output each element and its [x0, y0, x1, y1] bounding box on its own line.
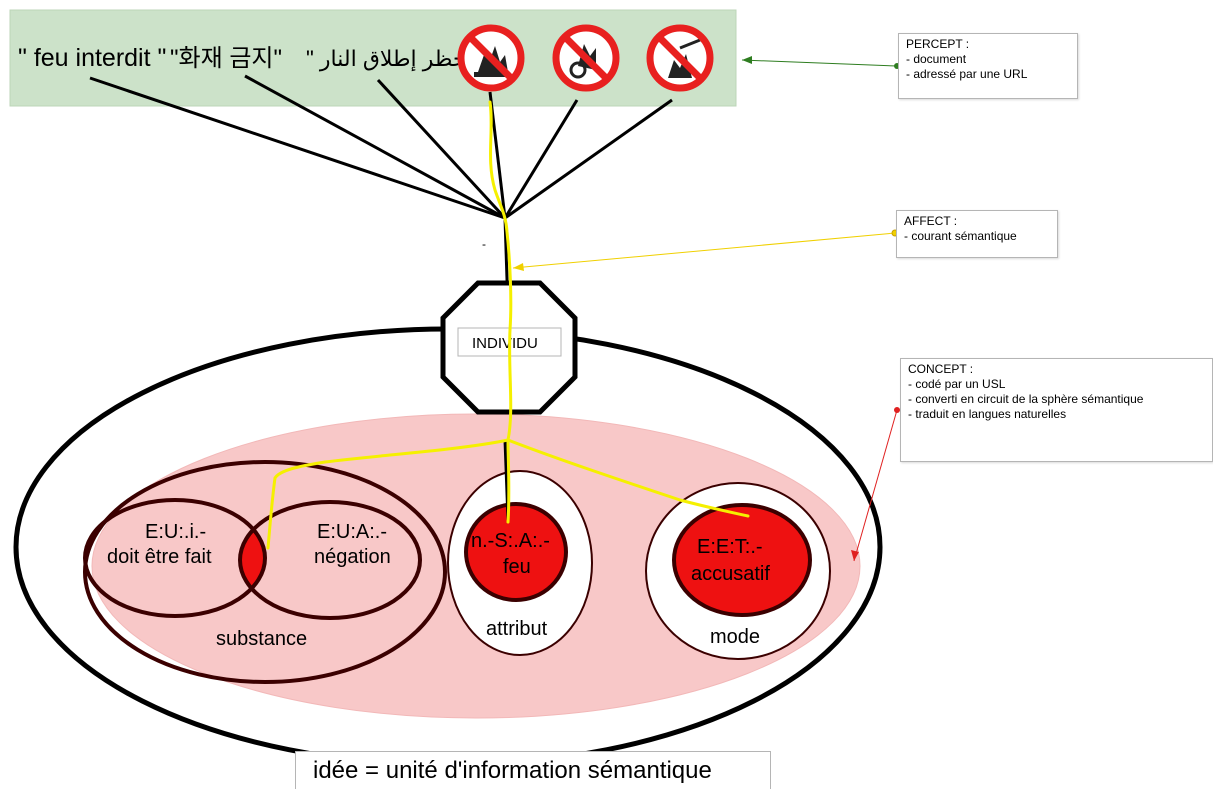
code-eui: E:U:.i.- [145, 521, 206, 543]
concept-pointer [851, 407, 900, 562]
percept-connector-lines [89, 74, 673, 311]
no-smoking-sign-icon [646, 24, 714, 92]
code-eua: E:U:A:.- [317, 521, 387, 543]
label-negation: négation [314, 546, 391, 568]
label-feu: feu [503, 556, 531, 578]
concept-note-line: - traduit en langues naturelles [908, 407, 1067, 421]
percept-note-title: PERCEPT : [906, 37, 970, 51]
concept-note: CONCEPT : - codé par un USL - converti e… [900, 358, 1213, 462]
label-mode: mode [710, 626, 760, 648]
idea-caption: idée = unité d'information sémantique [295, 751, 771, 789]
label-korean: "화재 금지" [170, 45, 282, 72]
percept-note-line: - adressé par une URL [906, 67, 1028, 81]
affect-note-title: AFFECT : [904, 214, 958, 228]
label-arabic: " حظر إطلاق النار" [306, 46, 474, 72]
affect-pointer [512, 229, 899, 271]
label-feu-interdit: " feu interdit " [18, 44, 166, 72]
no-fire-sign-icon [457, 24, 525, 92]
affect-note: AFFECT : - courant sémantique [896, 210, 1058, 258]
circle-negation [238, 500, 422, 620]
label-doit-etre-fait: doit être fait [107, 546, 212, 568]
no-open-flame-sign-icon [552, 24, 620, 92]
node-feu [464, 502, 568, 602]
concept-note-line: - codé par un USL [908, 377, 1006, 391]
individu-label: INDIVIDU [472, 335, 538, 352]
code-nsa: n.-S:.A:.- [471, 530, 550, 552]
circle-doit-etre-fait [83, 498, 267, 618]
svg-text:-: - [482, 237, 486, 251]
concept-note-title: CONCEPT : [908, 362, 974, 376]
label-attribut: attribut [486, 618, 548, 640]
substance-group-ellipse [83, 460, 447, 684]
percept-note: PERCEPT : - document - adressé par une U… [898, 33, 1078, 99]
label-accusatif: accusatif [691, 563, 770, 585]
label-substance: substance [216, 628, 307, 650]
percept-pointer [741, 56, 900, 69]
percept-note-line: - document [906, 52, 967, 66]
code-eet: E:E:T:.- [697, 536, 763, 558]
semantic-current-path [266, 100, 750, 550]
concept-note-line: - converti en circuit de la sphère séman… [908, 392, 1144, 406]
affect-note-line: - courant sémantique [904, 229, 1017, 243]
node-accusatif [672, 503, 812, 617]
